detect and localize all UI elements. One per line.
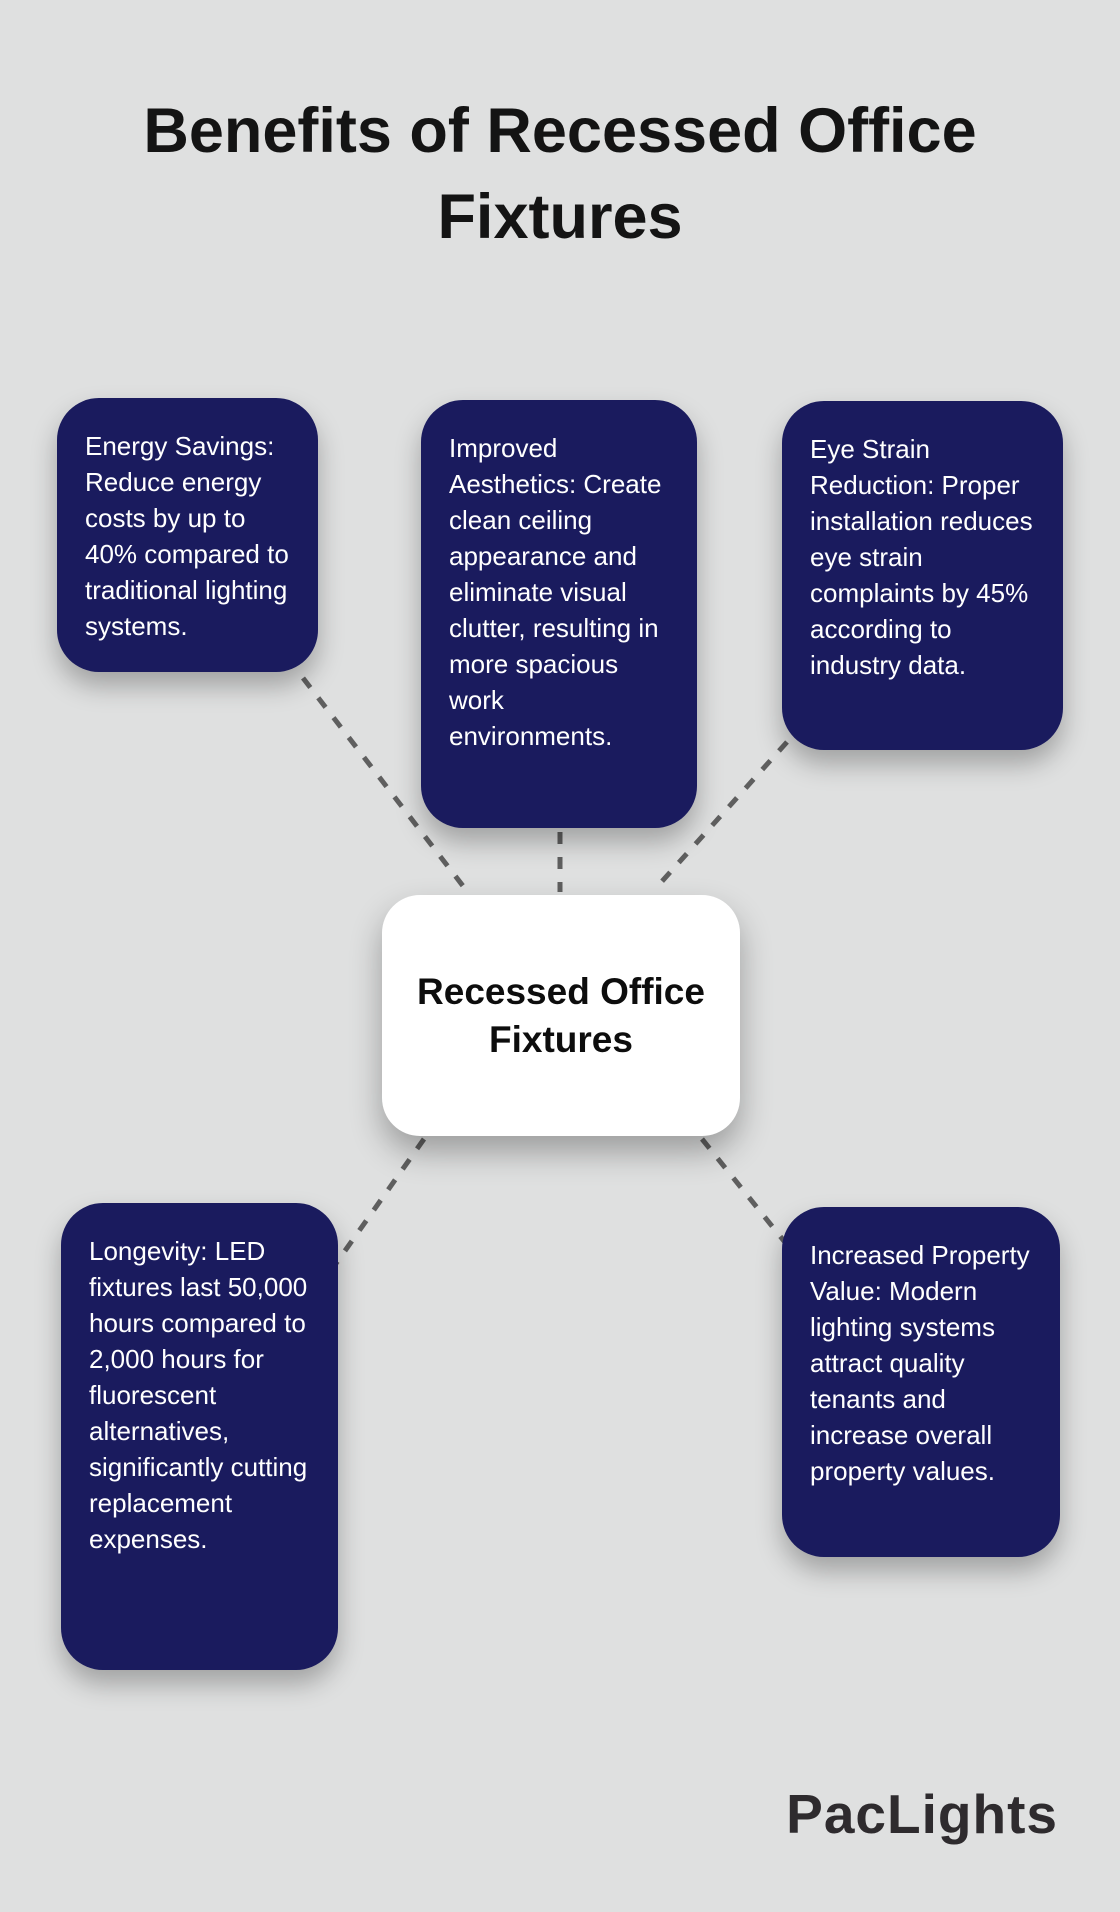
benefit-box-increased-property-value: Increased Property Value: Modern lightin…: [782, 1207, 1060, 1557]
page-title: Benefits of Recessed Office Fixtures: [143, 96, 977, 252]
paclights-logo: PacLights: [786, 1783, 1058, 1845]
connector-increased-property-value: [700, 1137, 790, 1248]
benefit-box-eye-strain-reduction: Eye Strain Reduction: Proper installatio…: [782, 401, 1063, 750]
central-node: Recessed Office Fixtures: [382, 895, 740, 1136]
benefit-box-longevity: Longevity: LED fixtures last 50,000 hour…: [61, 1203, 338, 1670]
central-node-label: Recessed Office Fixtures: [417, 970, 705, 1060]
benefit-box-improved-aesthetics: Improved Aesthetics: Create clean ceilin…: [421, 400, 697, 828]
connector-longevity: [327, 1137, 427, 1274]
benefit-box-energy-savings: Energy Savings: Reduce energy costs by u…: [57, 398, 318, 672]
